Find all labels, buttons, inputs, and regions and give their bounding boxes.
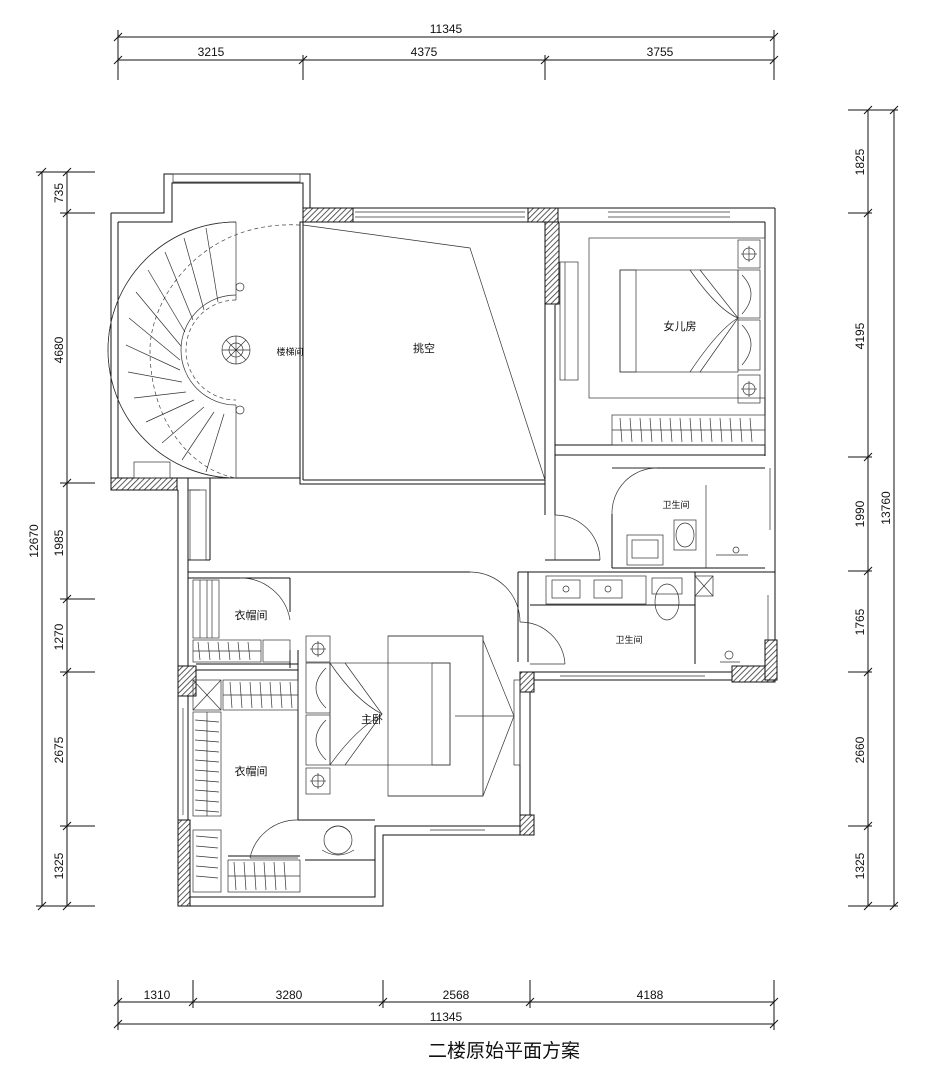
dim-bottom-seg-2: 3280 bbox=[276, 988, 303, 1002]
daughter-bedroom-furniture bbox=[559, 237, 766, 404]
windows bbox=[172, 173, 771, 831]
dim-left-seg-4: 1270 bbox=[52, 623, 66, 650]
room-label-master: 主卧 bbox=[361, 713, 383, 726]
right-dimensions bbox=[848, 105, 899, 911]
void-outline bbox=[302, 224, 546, 481]
dim-right-seg-5: 2660 bbox=[853, 736, 867, 763]
dim-right-seg-3: 1990 bbox=[853, 500, 867, 527]
stair-column-ornament bbox=[221, 335, 251, 365]
dim-left-seg-5: 2675 bbox=[52, 736, 66, 763]
lower-bathroom-fixtures bbox=[545, 575, 740, 663]
structural-columns bbox=[110, 207, 778, 907]
room-label-closet-lower: 衣帽间 bbox=[235, 764, 268, 778]
dim-right-seg-1: 1825 bbox=[853, 148, 867, 175]
dim-right-total: 13760 bbox=[879, 491, 893, 525]
dim-bottom-total: 11345 bbox=[430, 1010, 463, 1024]
daughter-wardrobe bbox=[611, 414, 766, 446]
bottom-dimensions bbox=[113, 980, 779, 1030]
lower-closet-fixtures bbox=[192, 679, 301, 893]
room-label-bath-lower: 卫生间 bbox=[615, 634, 642, 646]
top-dimensions bbox=[113, 30, 779, 80]
room-label-bath-upper: 卫生间 bbox=[662, 499, 689, 511]
dim-left-seg-6: 1325 bbox=[52, 852, 66, 879]
dim-top-seg-1: 3215 bbox=[198, 45, 225, 59]
spiral-stair bbox=[107, 221, 301, 479]
dim-bottom-seg-4: 4188 bbox=[637, 988, 664, 1002]
door-swings bbox=[188, 467, 658, 859]
dim-top-seg-2: 4375 bbox=[411, 45, 438, 59]
room-label-closet-upper: 衣帽间 bbox=[235, 608, 268, 622]
dim-right-seg-6: 1325 bbox=[853, 852, 867, 879]
master-bedroom-furniture bbox=[305, 635, 515, 856]
room-label-void: 挑空 bbox=[413, 341, 435, 355]
dim-top-seg-3: 3755 bbox=[647, 45, 674, 59]
dim-top-total: 11345 bbox=[430, 22, 463, 36]
dim-left-seg-1: 735 bbox=[52, 183, 66, 203]
interior-walls bbox=[118, 221, 775, 861]
plan-title: 二楼原始平面方案 bbox=[428, 1040, 580, 1062]
dim-left-seg-2: 4680 bbox=[52, 336, 66, 363]
dim-right-seg-4: 1765 bbox=[853, 608, 867, 635]
upper-closet-fixtures bbox=[192, 579, 291, 663]
room-label-stair: 楼梯间 bbox=[276, 346, 303, 358]
upper-bathroom-fixtures bbox=[626, 485, 748, 568]
left-dimensions bbox=[36, 167, 95, 911]
dim-left-seg-3: 1985 bbox=[52, 529, 66, 556]
dim-bottom-seg-3: 2568 bbox=[443, 988, 470, 1002]
dim-right-seg-2: 4195 bbox=[853, 322, 867, 349]
dim-left-total: 12670 bbox=[27, 524, 41, 558]
dim-bottom-seg-1: 1310 bbox=[144, 988, 171, 1002]
room-label-daughter: 女儿房 bbox=[664, 319, 697, 333]
